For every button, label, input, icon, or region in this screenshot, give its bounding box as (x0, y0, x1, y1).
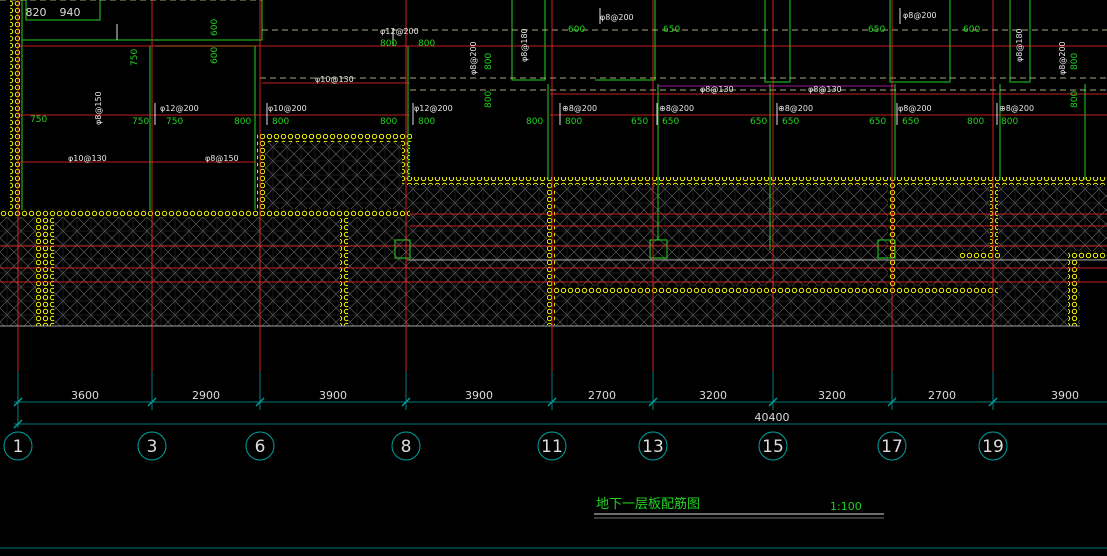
extension-number: 600 (963, 25, 980, 35)
span-dimension: 3600 (71, 389, 99, 402)
span-dimension-group: 3600 2900 3900 3900 2700 3200 3200 2700 … (71, 389, 1079, 424)
extension-number: 650 (869, 117, 886, 127)
span-dimension: 2700 (588, 389, 616, 402)
axis-label-group: 1 3 6 8 11 13 15 17 19 (13, 437, 1004, 457)
rebar-label: φ12@200 (160, 104, 199, 113)
extension-number: 600 (210, 19, 220, 36)
extension-number: 650 (868, 25, 885, 35)
rebar-label: φ8@180 (520, 28, 529, 62)
rebar-label: φ8@150 (94, 91, 103, 125)
extension-number: 800 (380, 39, 397, 49)
span-dimension: 2900 (192, 389, 220, 402)
drawing-title-block: 地下一层板配筋图 1:100 (594, 496, 884, 519)
corner-dim-label: 820 (26, 6, 47, 19)
extension-number: 800 (484, 53, 494, 70)
span-dimension: 3900 (319, 389, 347, 402)
rebar-label: φ12@200 (380, 27, 419, 36)
extension-number: 750 (130, 49, 140, 66)
rebar-label: ⊕8@200 (778, 104, 813, 113)
extension-number: 800 (1070, 53, 1080, 70)
extension-number: 650 (750, 117, 767, 127)
extension-number-group: 750 750 750 800 800 800 800 800 800 650 … (30, 19, 1080, 127)
rebar-label: ⊕8@200 (562, 104, 597, 113)
axis-label: 11 (541, 437, 563, 457)
axis-label: 3 (147, 437, 158, 457)
rebar-label: φ12@200 (414, 104, 453, 113)
rebar-label: φ8@150 (205, 154, 239, 163)
axis-label: 1 (13, 437, 24, 457)
dashed-lines (0, 0, 1107, 91)
span-dimension: 3900 (465, 389, 493, 402)
axis-label: 19 (982, 437, 1004, 457)
axis-label: 17 (881, 437, 903, 457)
extension-number: 650 (782, 117, 799, 127)
rebar-label: φ10@130 (315, 75, 354, 84)
extension-number: 600 (210, 47, 220, 64)
rebar-marks (116, 8, 998, 125)
extension-number: 800 (565, 117, 582, 127)
total-dimension: 40400 (755, 411, 790, 424)
grid-axes (17, 0, 994, 372)
rebar-label: φ8@130 (700, 85, 734, 94)
extension-number: 750 (132, 117, 149, 127)
slab-outlines (21, 0, 1086, 259)
rebar-label: φ8@200 (903, 11, 937, 20)
extension-number: 750 (166, 117, 183, 127)
rebar-label: φ8@130 (808, 85, 842, 94)
extension-number: 750 (30, 115, 47, 125)
extension-number: 800 (1001, 117, 1018, 127)
dimension-lines (0, 372, 1107, 549)
span-dimension: 3900 (1051, 389, 1079, 402)
slab-boundaries (0, 259, 1107, 327)
extension-number: 650 (662, 117, 679, 127)
rebar-label: φ10@200 (268, 104, 307, 113)
span-dimension: 3200 (818, 389, 846, 402)
rebar-label: φ8@180 (1015, 28, 1024, 62)
corner-dim-label: 940 (60, 6, 81, 19)
extension-number: 800 (418, 117, 435, 127)
rebar-label-group: φ10@130 φ10@130 φ8@150 φ8@130 φ8@130 φ12… (68, 11, 1067, 163)
axis-label: 6 (255, 437, 266, 457)
rebar-label: ⊕8@200 (999, 104, 1034, 113)
axis-label: 8 (401, 437, 412, 457)
rebar-label: φ10@130 (68, 154, 107, 163)
extension-number: 600 (568, 25, 585, 35)
drawing-title: 地下一层板配筋图 (596, 496, 700, 512)
rebar-label: φ8@200 (1058, 41, 1067, 75)
extension-number: 650 (663, 25, 680, 35)
rebar-label: φ8@200 (600, 13, 634, 22)
extension-number: 800 (234, 117, 251, 127)
axis-label: 15 (762, 437, 784, 457)
extension-number: 800 (967, 117, 984, 127)
axis-label: 13 (642, 437, 664, 457)
extension-number: 650 (902, 117, 919, 127)
rebar-label: ⊕8@200 (659, 104, 694, 113)
axis-bubble-group (3, 431, 1008, 461)
span-dimension: 3200 (699, 389, 727, 402)
extension-number: 800 (380, 117, 397, 127)
corner-dimensions: 820 940 (26, 6, 81, 19)
extension-number: 650 (631, 117, 648, 127)
rebar-lines-horizontal (0, 45, 1107, 283)
span-dimension: 2700 (928, 389, 956, 402)
dimension-ticks (13, 397, 998, 429)
extension-number: 800 (272, 117, 289, 127)
extension-number: 800 (526, 117, 543, 127)
rebar-label: φ8@200 (469, 41, 478, 75)
extension-number: 800 (418, 39, 435, 49)
rebar-label: φ8@200 (898, 104, 932, 113)
drawing-scale: 1:100 (830, 500, 862, 513)
extension-number: 800 (1070, 91, 1080, 108)
extension-number: 800 (484, 91, 494, 108)
